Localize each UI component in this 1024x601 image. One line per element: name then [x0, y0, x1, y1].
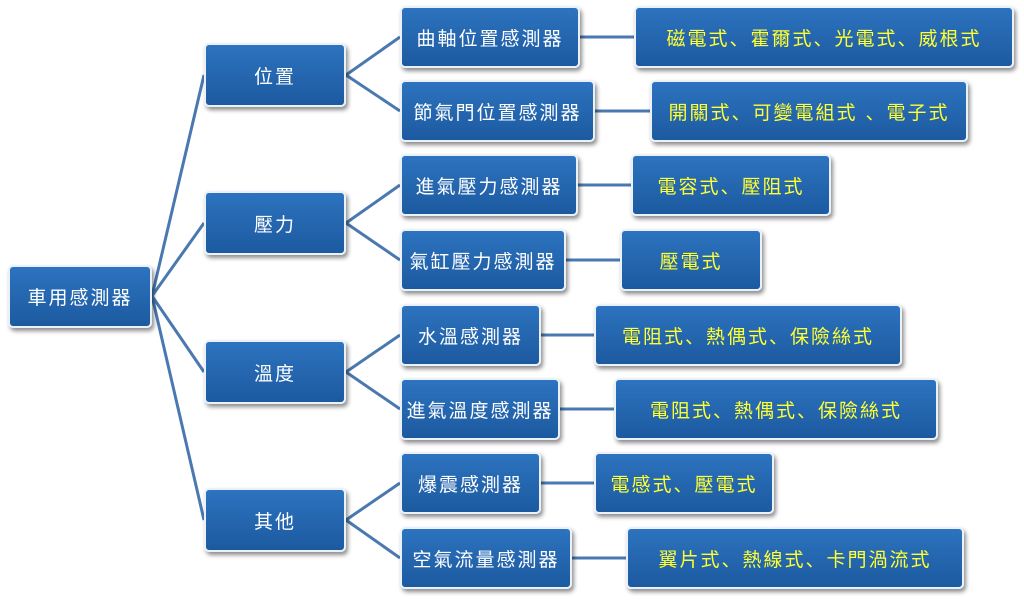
- category-other: 其他: [204, 488, 346, 552]
- types-throttle-position: 開關式、可變電組式 、電子式: [650, 80, 968, 142]
- root-node: 車用感測器: [8, 265, 152, 328]
- sensor-knock: 爆震感測器: [400, 452, 541, 514]
- category-temperature: 溫度: [204, 340, 346, 404]
- link-root-temperature: [150, 295, 206, 373]
- types-intake-temperature: 電阻式、熱偶式、保險絲式: [614, 378, 938, 440]
- link-other-airflow: [345, 518, 401, 560]
- types-knock: 電感式、壓電式: [594, 452, 774, 514]
- link-temp-water: [345, 333, 401, 374]
- sensor-intake-pressure: 進氣壓力感測器: [400, 154, 578, 216]
- sensor-intake-temperature: 進氣溫度感測器: [400, 378, 560, 440]
- link-root-pressure: [150, 222, 206, 297]
- link-temp-intake: [345, 370, 401, 411]
- link-root-other: [150, 295, 206, 521]
- types-air-flow: 翼片式、熱線式、卡門渦流式: [626, 527, 964, 589]
- link-pressure-cylinder: [345, 221, 401, 262]
- link-other-knock: [345, 481, 401, 522]
- sensor-throttle-position: 節氣門位置感測器: [400, 80, 595, 142]
- types-intake-pressure: 電容式、壓阻式: [631, 154, 831, 216]
- link-root-position: [150, 74, 206, 297]
- category-pressure: 壓力: [204, 191, 346, 255]
- sensor-crankshaft-position: 曲軸位置感測器: [400, 6, 580, 68]
- types-water-temperature: 電阻式、熱偶式、保險絲式: [594, 304, 902, 366]
- sensor-air-flow: 空氣流量感測器: [400, 527, 572, 589]
- types-crankshaft-position: 磁電式、霍爾式、光電式、威根式: [634, 6, 1014, 68]
- sensor-water-temperature: 水溫感測器: [400, 304, 541, 366]
- category-position: 位置: [204, 43, 346, 107]
- types-cylinder-pressure: 壓電式: [620, 229, 762, 291]
- link-position-crank: [345, 35, 401, 77]
- link-position-throttle: [345, 73, 401, 113]
- link-pressure-intake: [345, 183, 401, 225]
- sensor-cylinder-pressure: 氣缸壓力感測器: [400, 229, 566, 291]
